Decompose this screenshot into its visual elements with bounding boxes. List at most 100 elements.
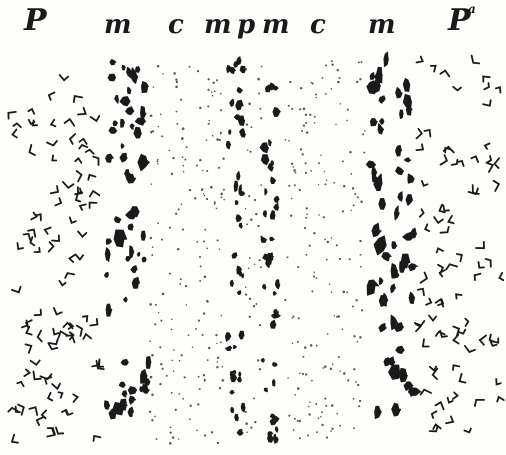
dot-mark	[188, 334, 190, 336]
dot-mark	[194, 197, 196, 199]
blotch-mark	[226, 141, 230, 149]
dot-mark	[254, 199, 256, 201]
dot-mark	[305, 162, 307, 164]
dot-mark	[287, 256, 289, 258]
dot-mark	[199, 388, 201, 390]
blotch-mark	[270, 418, 277, 425]
dot-mark	[339, 425, 341, 427]
dot-mark	[298, 317, 300, 319]
dot-mark	[306, 213, 308, 215]
chevron-mark	[48, 393, 52, 401]
chevron-mark	[422, 181, 428, 186]
blotch-mark	[114, 217, 121, 223]
dot-mark	[294, 394, 296, 396]
blotch-mark	[391, 264, 397, 279]
dot-mark	[254, 421, 256, 423]
dot-mark	[198, 376, 200, 378]
chevron-mark	[29, 407, 37, 415]
blotch-mark	[226, 346, 232, 350]
blotch-mark	[110, 60, 116, 65]
chevron-mark	[495, 158, 500, 168]
dot-mark	[203, 312, 205, 314]
blotch-mark	[400, 110, 404, 119]
chevron-mark	[52, 155, 56, 160]
center-gap-dots	[245, 66, 263, 433]
dot-mark	[315, 403, 317, 405]
dot-mark	[152, 246, 154, 248]
chevron-mark	[59, 392, 63, 398]
dot-mark	[247, 149, 249, 151]
dot-mark	[172, 157, 174, 159]
dot-mark	[331, 88, 333, 90]
dot-mark	[204, 229, 206, 231]
dot-mark	[215, 334, 217, 336]
chevron-mark	[448, 216, 453, 224]
dot-mark	[222, 366, 224, 368]
dot-mark	[359, 400, 361, 402]
dot-mark	[301, 130, 303, 132]
dot-mark	[245, 411, 247, 413]
dot-mark	[315, 94, 317, 96]
dot-mark	[220, 93, 222, 95]
dot-mark	[357, 384, 359, 386]
chevron-mark	[472, 56, 480, 64]
dot-mark	[300, 87, 302, 89]
dot-mark	[245, 68, 247, 70]
blotch-mark	[408, 264, 417, 271]
dot-mark	[326, 180, 328, 182]
dot-mark	[318, 417, 320, 419]
blotch-mark	[240, 66, 245, 73]
chevron-mark	[432, 411, 437, 418]
blotch-mark	[237, 291, 241, 295]
chevron-mark	[37, 417, 43, 425]
dot-mark	[172, 360, 174, 362]
blotch-mark	[406, 195, 413, 206]
blotch-mark	[404, 158, 410, 162]
blotch-mark	[408, 388, 421, 396]
chevron-mark	[52, 235, 59, 241]
chevron-mark	[13, 123, 20, 127]
dot-mark	[320, 154, 321, 155]
dot-mark	[336, 413, 338, 415]
dot-mark	[292, 315, 294, 317]
dot-mark	[216, 138, 219, 141]
dot-mark	[360, 61, 362, 63]
dot-mark	[223, 199, 225, 201]
blotch-mark	[234, 181, 238, 192]
chevron-mark	[425, 224, 429, 231]
chevron-mark	[45, 228, 51, 234]
dot-mark	[212, 95, 214, 97]
blotch-mark	[375, 406, 382, 418]
dot-mark	[206, 247, 208, 249]
blotch-mark	[272, 314, 281, 319]
chevron-mark	[48, 428, 55, 434]
chevron-mark	[17, 382, 23, 386]
chevron-mark	[24, 234, 31, 240]
chevron-mark	[453, 393, 458, 400]
chevron-mark	[496, 87, 501, 92]
blotch-mark	[263, 211, 266, 217]
dot-mark	[253, 397, 255, 399]
chevron-mark	[487, 163, 493, 172]
dot-mark	[338, 356, 340, 358]
dot-mark	[249, 298, 251, 300]
dot-mark	[312, 82, 314, 84]
dot-mark	[157, 163, 159, 165]
dot-mark	[297, 420, 299, 422]
dot-mark	[158, 312, 159, 313]
chevron-mark	[49, 339, 58, 345]
dot-mark	[223, 189, 225, 191]
blotch-mark	[240, 191, 245, 195]
dot-mark	[325, 405, 327, 407]
dot-mark	[360, 266, 361, 267]
dot-mark	[308, 406, 309, 407]
dot-mark	[172, 436, 174, 438]
blotch-mark	[374, 236, 386, 255]
chevron-mark	[480, 336, 486, 345]
dot-mark	[260, 266, 262, 268]
dot-mark	[350, 173, 352, 175]
dot-mark	[330, 430, 332, 432]
chevron-mark	[86, 150, 94, 154]
chevron-mark	[78, 232, 86, 237]
